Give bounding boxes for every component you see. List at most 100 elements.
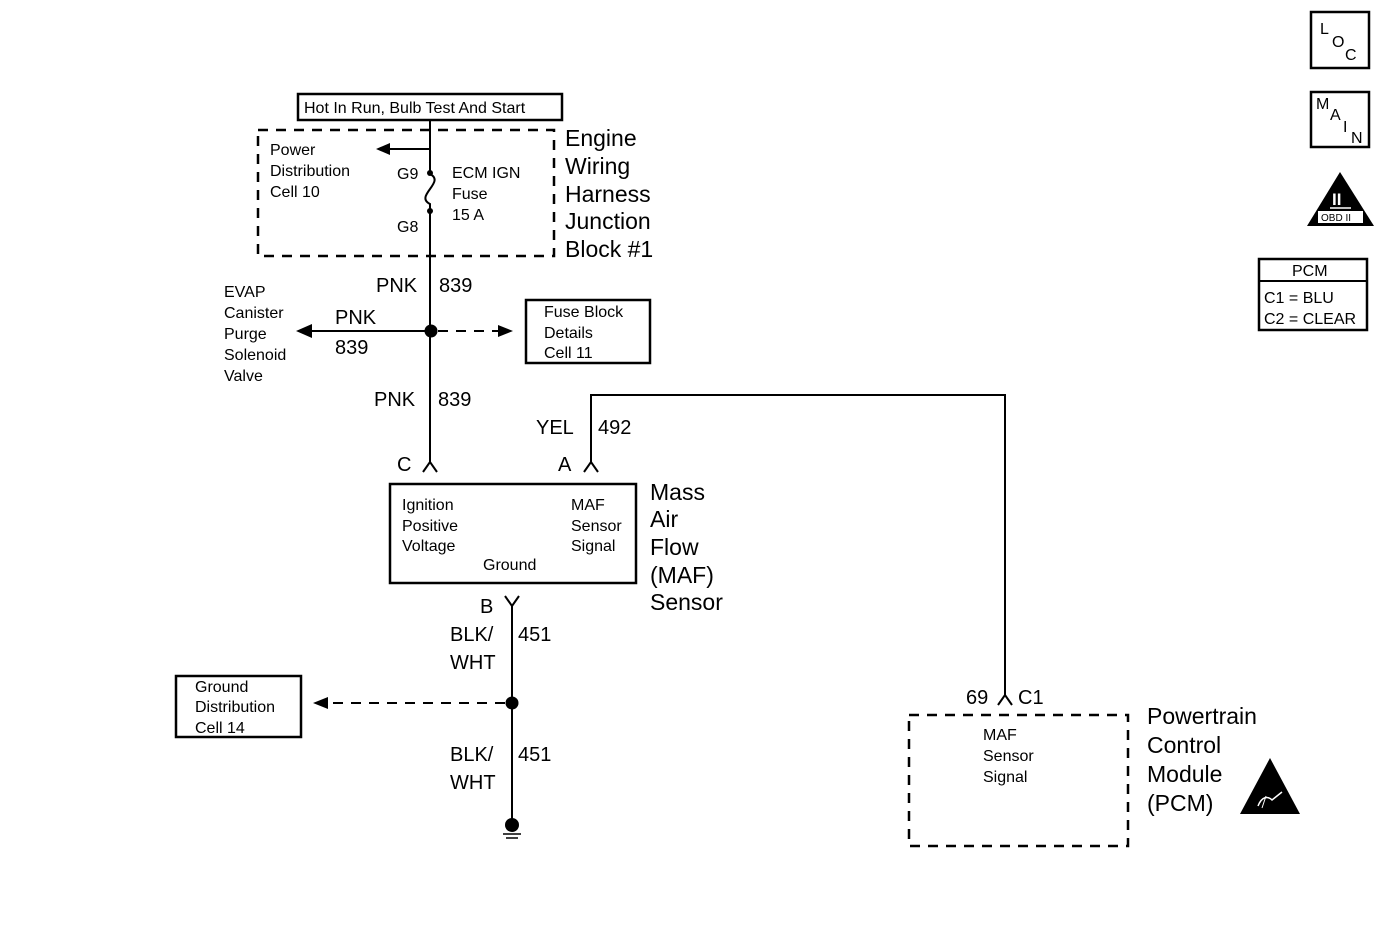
svg-text:Solenoid: Solenoid (224, 347, 286, 364)
svg-text:Control: Control (1147, 732, 1221, 758)
svg-text:Canister: Canister (224, 305, 284, 322)
wire-color-yel: YEL (536, 417, 574, 439)
wire-color-pnk-1: PNK (376, 275, 418, 297)
pcm-box (907, 713, 1130, 848)
wire-circuit-451-1: 451 (518, 624, 551, 646)
connector-pin-a-icon (583, 460, 599, 473)
svg-text:Signal: Signal (983, 769, 1027, 786)
svg-text:Cell 11: Cell 11 (544, 345, 593, 362)
svg-text:C: C (1345, 47, 1357, 64)
pcm-pin-69: 69 (966, 687, 988, 709)
pcm-connector-c1: C1 (1018, 687, 1044, 709)
arrow-left-icon (376, 143, 390, 155)
connector-pin-c-icon (422, 460, 438, 473)
arrow-left-icon (313, 697, 328, 709)
main-button[interactable]: M A I N (1309, 90, 1371, 149)
svg-text:Wiring: Wiring (565, 153, 630, 179)
svg-text:Details: Details (544, 325, 593, 342)
svg-text:(PCM): (PCM) (1147, 790, 1213, 816)
evap-label: EVAP Canister Purge Solenoid Valve (224, 284, 286, 385)
fuse-icon (424, 173, 436, 210)
svg-text:Sensor: Sensor (983, 748, 1034, 765)
wire-color-pnk-branch: PNK (335, 307, 377, 329)
svg-text:(MAF): (MAF) (650, 562, 714, 588)
pin-a-label: A (558, 454, 572, 476)
svg-text:Power: Power (270, 142, 316, 159)
svg-text:Distribution: Distribution (270, 163, 350, 180)
junction-block-box (256, 128, 556, 258)
pin-g8: G8 (397, 219, 418, 236)
svg-text:Junction: Junction (565, 208, 651, 234)
ground-distribution-ref[interactable]: Ground Distribution Cell 14 (174, 674, 303, 739)
svg-text:I: I (1343, 119, 1347, 136)
svg-text:Engine: Engine (565, 125, 637, 151)
svg-text:II: II (1332, 190, 1341, 209)
maf-sensor-box (388, 482, 638, 585)
arrow-right-icon (498, 325, 513, 337)
ground-icon (503, 818, 521, 839)
pin-g9: G9 (397, 166, 418, 183)
wire-color-blk-1a: BLK/ (450, 624, 494, 646)
esd-warning-icon (1240, 758, 1300, 814)
svg-text:Cell 10: Cell 10 (270, 184, 320, 201)
connector-pin-69-icon (997, 693, 1013, 706)
svg-text:15 A: 15 A (452, 207, 484, 224)
wire-color-blk-2b: WHT (450, 772, 496, 794)
obd-ii-button[interactable]: II OBD II (1307, 172, 1374, 226)
wire-color-pnk-2: PNK (374, 389, 416, 411)
banner-text: Hot In Run, Bulb Test And Start (304, 100, 526, 117)
svg-text:OBD II: OBD II (1321, 213, 1351, 224)
svg-text:O: O (1332, 34, 1344, 51)
legend-c2: C2 = CLEAR (1264, 311, 1356, 328)
svg-text:Powertrain: Powertrain (1147, 703, 1257, 729)
svg-text:A: A (1330, 107, 1341, 124)
junction-block-title: Engine Wiring Harness Junction Block #1 (565, 125, 653, 262)
pcm-title: Powertrain Control Module (PCM) (1147, 703, 1257, 816)
legend-c1: C1 = BLU (1264, 290, 1334, 307)
wire-circuit-839-1: 839 (439, 275, 472, 297)
svg-text:Block #1: Block #1 (565, 236, 653, 262)
pcm-connector-legend: PCM C1 = BLU C2 = CLEAR (1257, 257, 1369, 332)
svg-text:Distribution: Distribution (195, 699, 275, 716)
svg-text:Sensor: Sensor (571, 518, 622, 535)
fuse-block-ref[interactable]: Fuse Block Details Cell 11 (524, 298, 652, 365)
maf-signal-label: MAF Sensor Signal (571, 497, 622, 555)
svg-text:Sensor: Sensor (650, 589, 723, 615)
pin-c-label: C (397, 454, 411, 476)
loc-button[interactable]: L O C (1309, 10, 1371, 70)
svg-text:Ground: Ground (195, 679, 248, 696)
legend-header: PCM (1292, 263, 1328, 280)
svg-text:Valve: Valve (224, 368, 263, 385)
svg-text:Signal: Signal (571, 538, 615, 555)
svg-text:Harness: Harness (565, 181, 651, 207)
maf-ground-label: Ground (483, 557, 536, 574)
pcm-signal-label: MAF Sensor Signal (983, 727, 1034, 786)
wire-circuit-492: 492 (598, 417, 631, 439)
wire-color-blk-1b: WHT (450, 652, 496, 674)
svg-text:Flow: Flow (650, 534, 699, 560)
banner: Hot In Run, Bulb Test And Start (296, 92, 564, 122)
ground-splice-dot (505, 696, 519, 710)
svg-text:L: L (1320, 21, 1329, 38)
wire-circuit-451-2: 451 (518, 744, 551, 766)
pin-b-label: B (480, 596, 493, 618)
svg-text:Ignition: Ignition (402, 497, 454, 514)
svg-text:Voltage: Voltage (402, 538, 455, 555)
arrow-left-icon (296, 324, 312, 338)
svg-text:Mass: Mass (650, 479, 705, 505)
maf-sensor-title: Mass Air Flow (MAF) Sensor (650, 479, 723, 615)
svg-text:Fuse Block: Fuse Block (544, 304, 624, 321)
fuse-label: ECM IGN Fuse 15 A (452, 165, 520, 224)
svg-text:Fuse: Fuse (452, 186, 488, 203)
power-distribution-label: Power Distribution Cell 10 (270, 142, 350, 201)
svg-text:Purge: Purge (224, 326, 267, 343)
svg-text:Air: Air (650, 506, 678, 532)
wire-color-blk-2a: BLK/ (450, 744, 494, 766)
svg-text:MAF: MAF (983, 727, 1017, 744)
svg-text:EVAP: EVAP (224, 284, 266, 301)
svg-text:M: M (1316, 96, 1329, 113)
yel-492-wire (590, 394, 1006, 695)
svg-text:Cell 14: Cell 14 (195, 720, 245, 737)
svg-text:N: N (1351, 130, 1363, 147)
